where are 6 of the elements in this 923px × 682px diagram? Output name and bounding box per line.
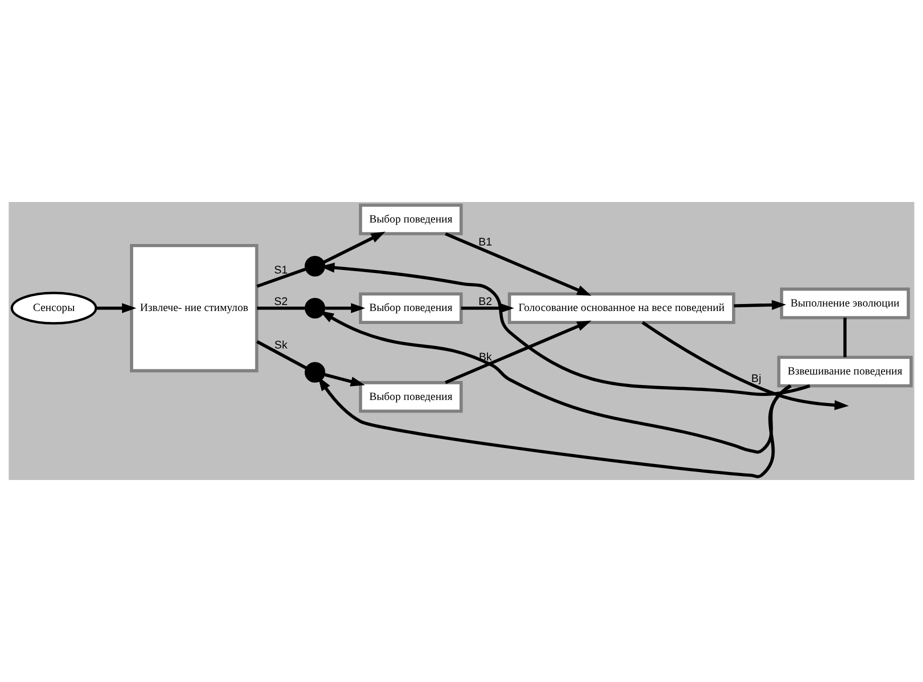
edge-label: S2 (274, 296, 288, 308)
edge-label: Bj (751, 372, 762, 385)
edge-label: S1 (274, 264, 288, 276)
edge-label: B1 (478, 236, 492, 249)
edge-label: Sk (274, 340, 288, 352)
edge-label: B2 (478, 296, 492, 308)
